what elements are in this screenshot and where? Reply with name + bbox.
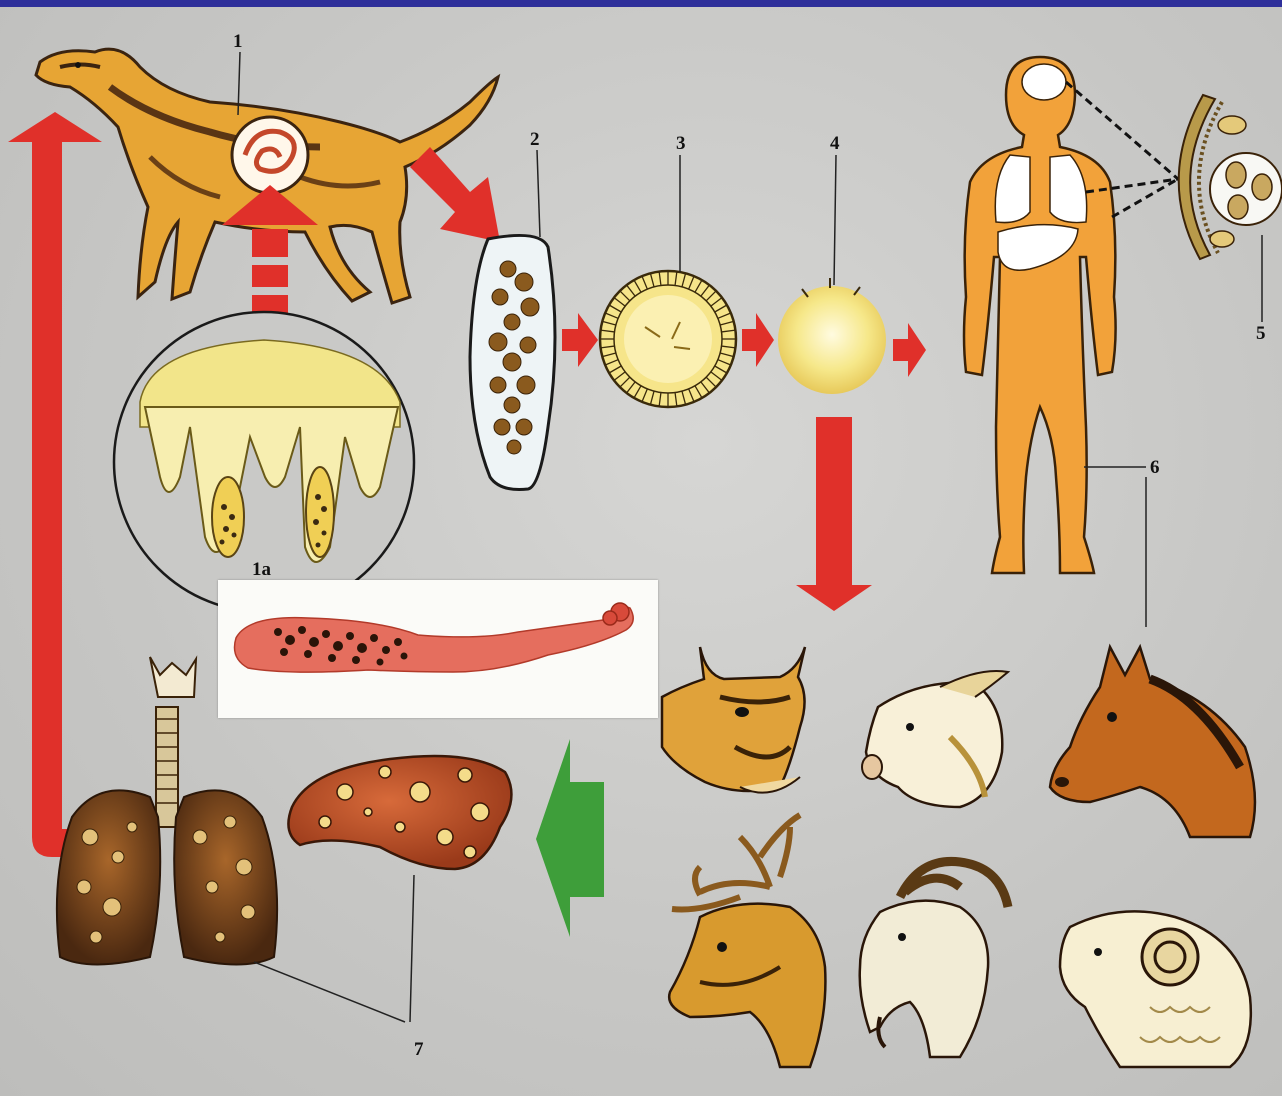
egg-3: [600, 271, 736, 407]
arrow-animals-to-organs: [536, 739, 604, 937]
label-1a: 1a: [252, 559, 272, 580]
goat-head: [860, 861, 1008, 1057]
arrow-3-to-4: [742, 313, 774, 367]
infected-liver: [288, 756, 511, 869]
label-6: 6: [1150, 457, 1160, 478]
gravid-segment-2: [470, 235, 555, 489]
hydatid-cyst-5: [1179, 95, 1282, 259]
label-3: 3: [676, 133, 686, 154]
sheep-head: [1060, 911, 1251, 1067]
return-arrow: [8, 112, 102, 857]
arrow-4-to-animals: [796, 417, 872, 611]
cow-head: [662, 647, 805, 793]
horse-head: [1050, 647, 1255, 837]
label-5: 5: [1256, 323, 1266, 344]
arrow-dog-to-segment: [410, 147, 500, 242]
life-cycle-diagram: 1 1a: [0, 7, 1282, 1096]
header-bar: [0, 0, 1282, 7]
adult-worm-photo: [218, 580, 658, 718]
label-1: 1: [233, 31, 243, 52]
arrow-2-to-3: [562, 313, 598, 367]
label-2: 2: [530, 129, 540, 150]
label-4: 4: [830, 133, 840, 154]
arrow-4-to-human: [893, 323, 926, 377]
pig-head: [862, 671, 1008, 807]
deer-head: [669, 815, 825, 1067]
label-7: 7: [414, 1039, 424, 1060]
oncosphere-4: [778, 278, 886, 394]
